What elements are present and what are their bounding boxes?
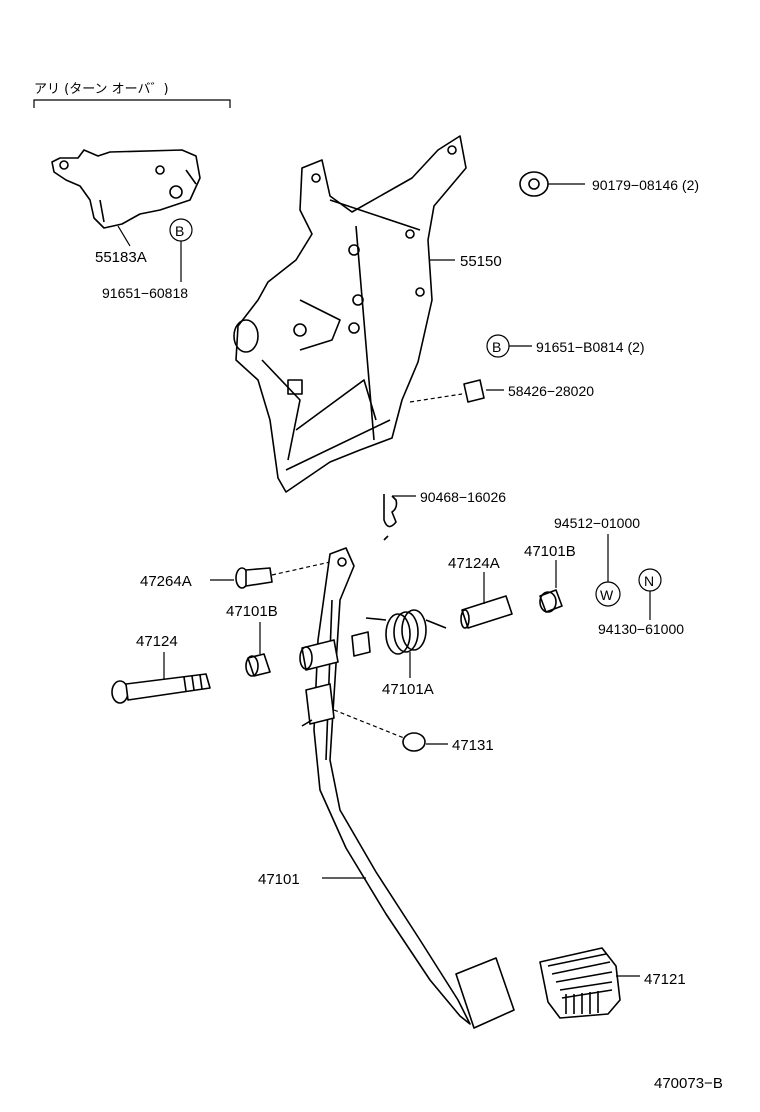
marker-b-2: B	[486, 334, 510, 358]
clip-90468-drawing	[383, 494, 398, 541]
label-47101B-left: 47101B	[226, 603, 278, 620]
label-47121: 47121	[644, 971, 686, 988]
label-47264A: 47264A	[140, 573, 192, 590]
bush-47101B-left-drawing	[245, 653, 271, 677]
pedal-pad-47121-drawing	[539, 947, 621, 1019]
label-47101A: 47101A	[382, 681, 434, 698]
label-55150: 55150	[460, 253, 502, 270]
label-91651-60818: 91651−60818	[102, 285, 188, 301]
variant-bracket	[33, 99, 231, 108]
bolt-47124-drawing	[111, 673, 211, 704]
dash-47131	[333, 709, 405, 739]
label-47101B-right: 47101B	[524, 543, 576, 560]
nut-90179-drawing	[519, 171, 549, 197]
marker-n: N	[638, 568, 662, 592]
label-55183A: 55183A	[95, 249, 147, 266]
label-94130-61000: 94130−61000	[598, 621, 684, 637]
label-47124: 47124	[136, 633, 178, 650]
bolt-47264A-drawing	[235, 567, 273, 589]
label-58426-28020: 58426−28020	[508, 383, 594, 399]
pedal-lever-47101-drawing	[299, 547, 515, 1029]
cushion-58426-drawing	[463, 379, 485, 403]
pedal-support-55150-drawing	[233, 135, 467, 493]
marker-b-1: B	[169, 218, 193, 242]
svg-text:W: W	[600, 587, 614, 603]
svg-text:B: B	[175, 223, 184, 239]
bush-47101B-right-drawing	[539, 589, 563, 613]
dash-58426	[409, 393, 463, 403]
variant-label: アリ (ターン オーバ゛)	[34, 82, 169, 97]
dash-47264A	[271, 561, 331, 576]
leader-55183A	[117, 225, 131, 247]
label-47101: 47101	[258, 871, 300, 888]
label-47124A: 47124A	[448, 555, 500, 572]
marker-w: W	[595, 581, 621, 607]
label-90468-16026: 90468−16026	[420, 489, 506, 505]
label-91651-B0814: 91651−B0814 (2)	[536, 339, 645, 355]
svg-text:B: B	[492, 339, 501, 355]
spring-47101A-drawing	[365, 609, 447, 655]
bracket-55183A-drawing	[51, 149, 201, 229]
label-47131: 47131	[452, 737, 494, 754]
label-94512-01000: 94512−01000	[554, 515, 640, 531]
cushion-47131-drawing	[402, 732, 426, 752]
label-90179-08146: 90179−08146 (2)	[592, 177, 699, 193]
pin-47124A-drawing	[460, 595, 513, 629]
svg-text:N: N	[644, 573, 654, 589]
figure-id: 470073−B	[654, 1075, 723, 1092]
